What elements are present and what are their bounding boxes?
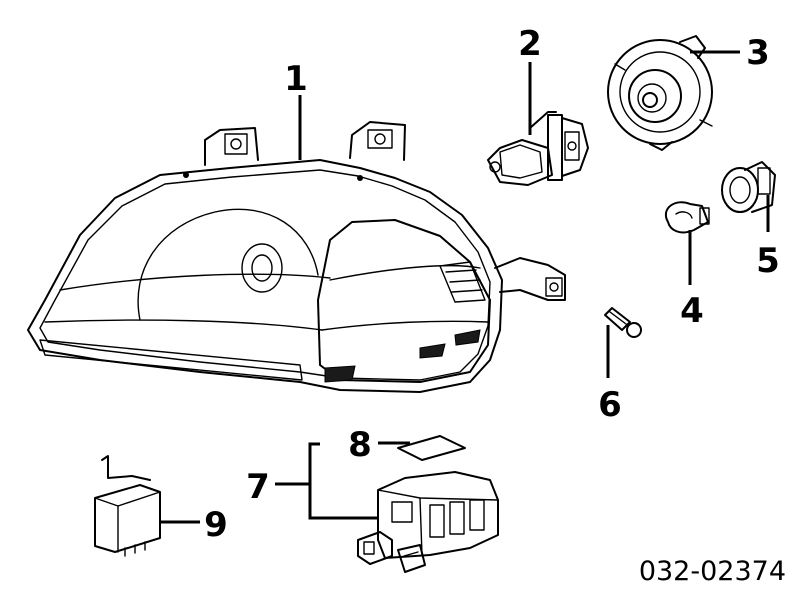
callout-2: 2 — [518, 24, 542, 64]
callout-7: 7 — [246, 467, 270, 507]
pad — [397, 435, 466, 461]
callout-9: 9 — [204, 505, 228, 545]
callout-6: 6 — [598, 385, 622, 425]
adjusting-screw — [604, 307, 642, 338]
headlight-bulb — [487, 111, 589, 186]
leader-lines — [160, 50, 770, 524]
callout-3: 3 — [746, 33, 770, 73]
relay-unit — [357, 471, 499, 573]
callout-8: 8 — [348, 425, 372, 465]
bulb-socket — [721, 161, 776, 213]
dust-cover — [607, 35, 713, 151]
wedge-bulb — [665, 201, 710, 234]
callout-1: 1 — [284, 59, 308, 99]
diagram-code: 032-02374 — [639, 556, 786, 587]
control-module — [94, 455, 161, 557]
callout-4: 4 — [680, 291, 704, 331]
callout-5: 5 — [756, 241, 780, 281]
headlight-assembly — [27, 121, 566, 393]
